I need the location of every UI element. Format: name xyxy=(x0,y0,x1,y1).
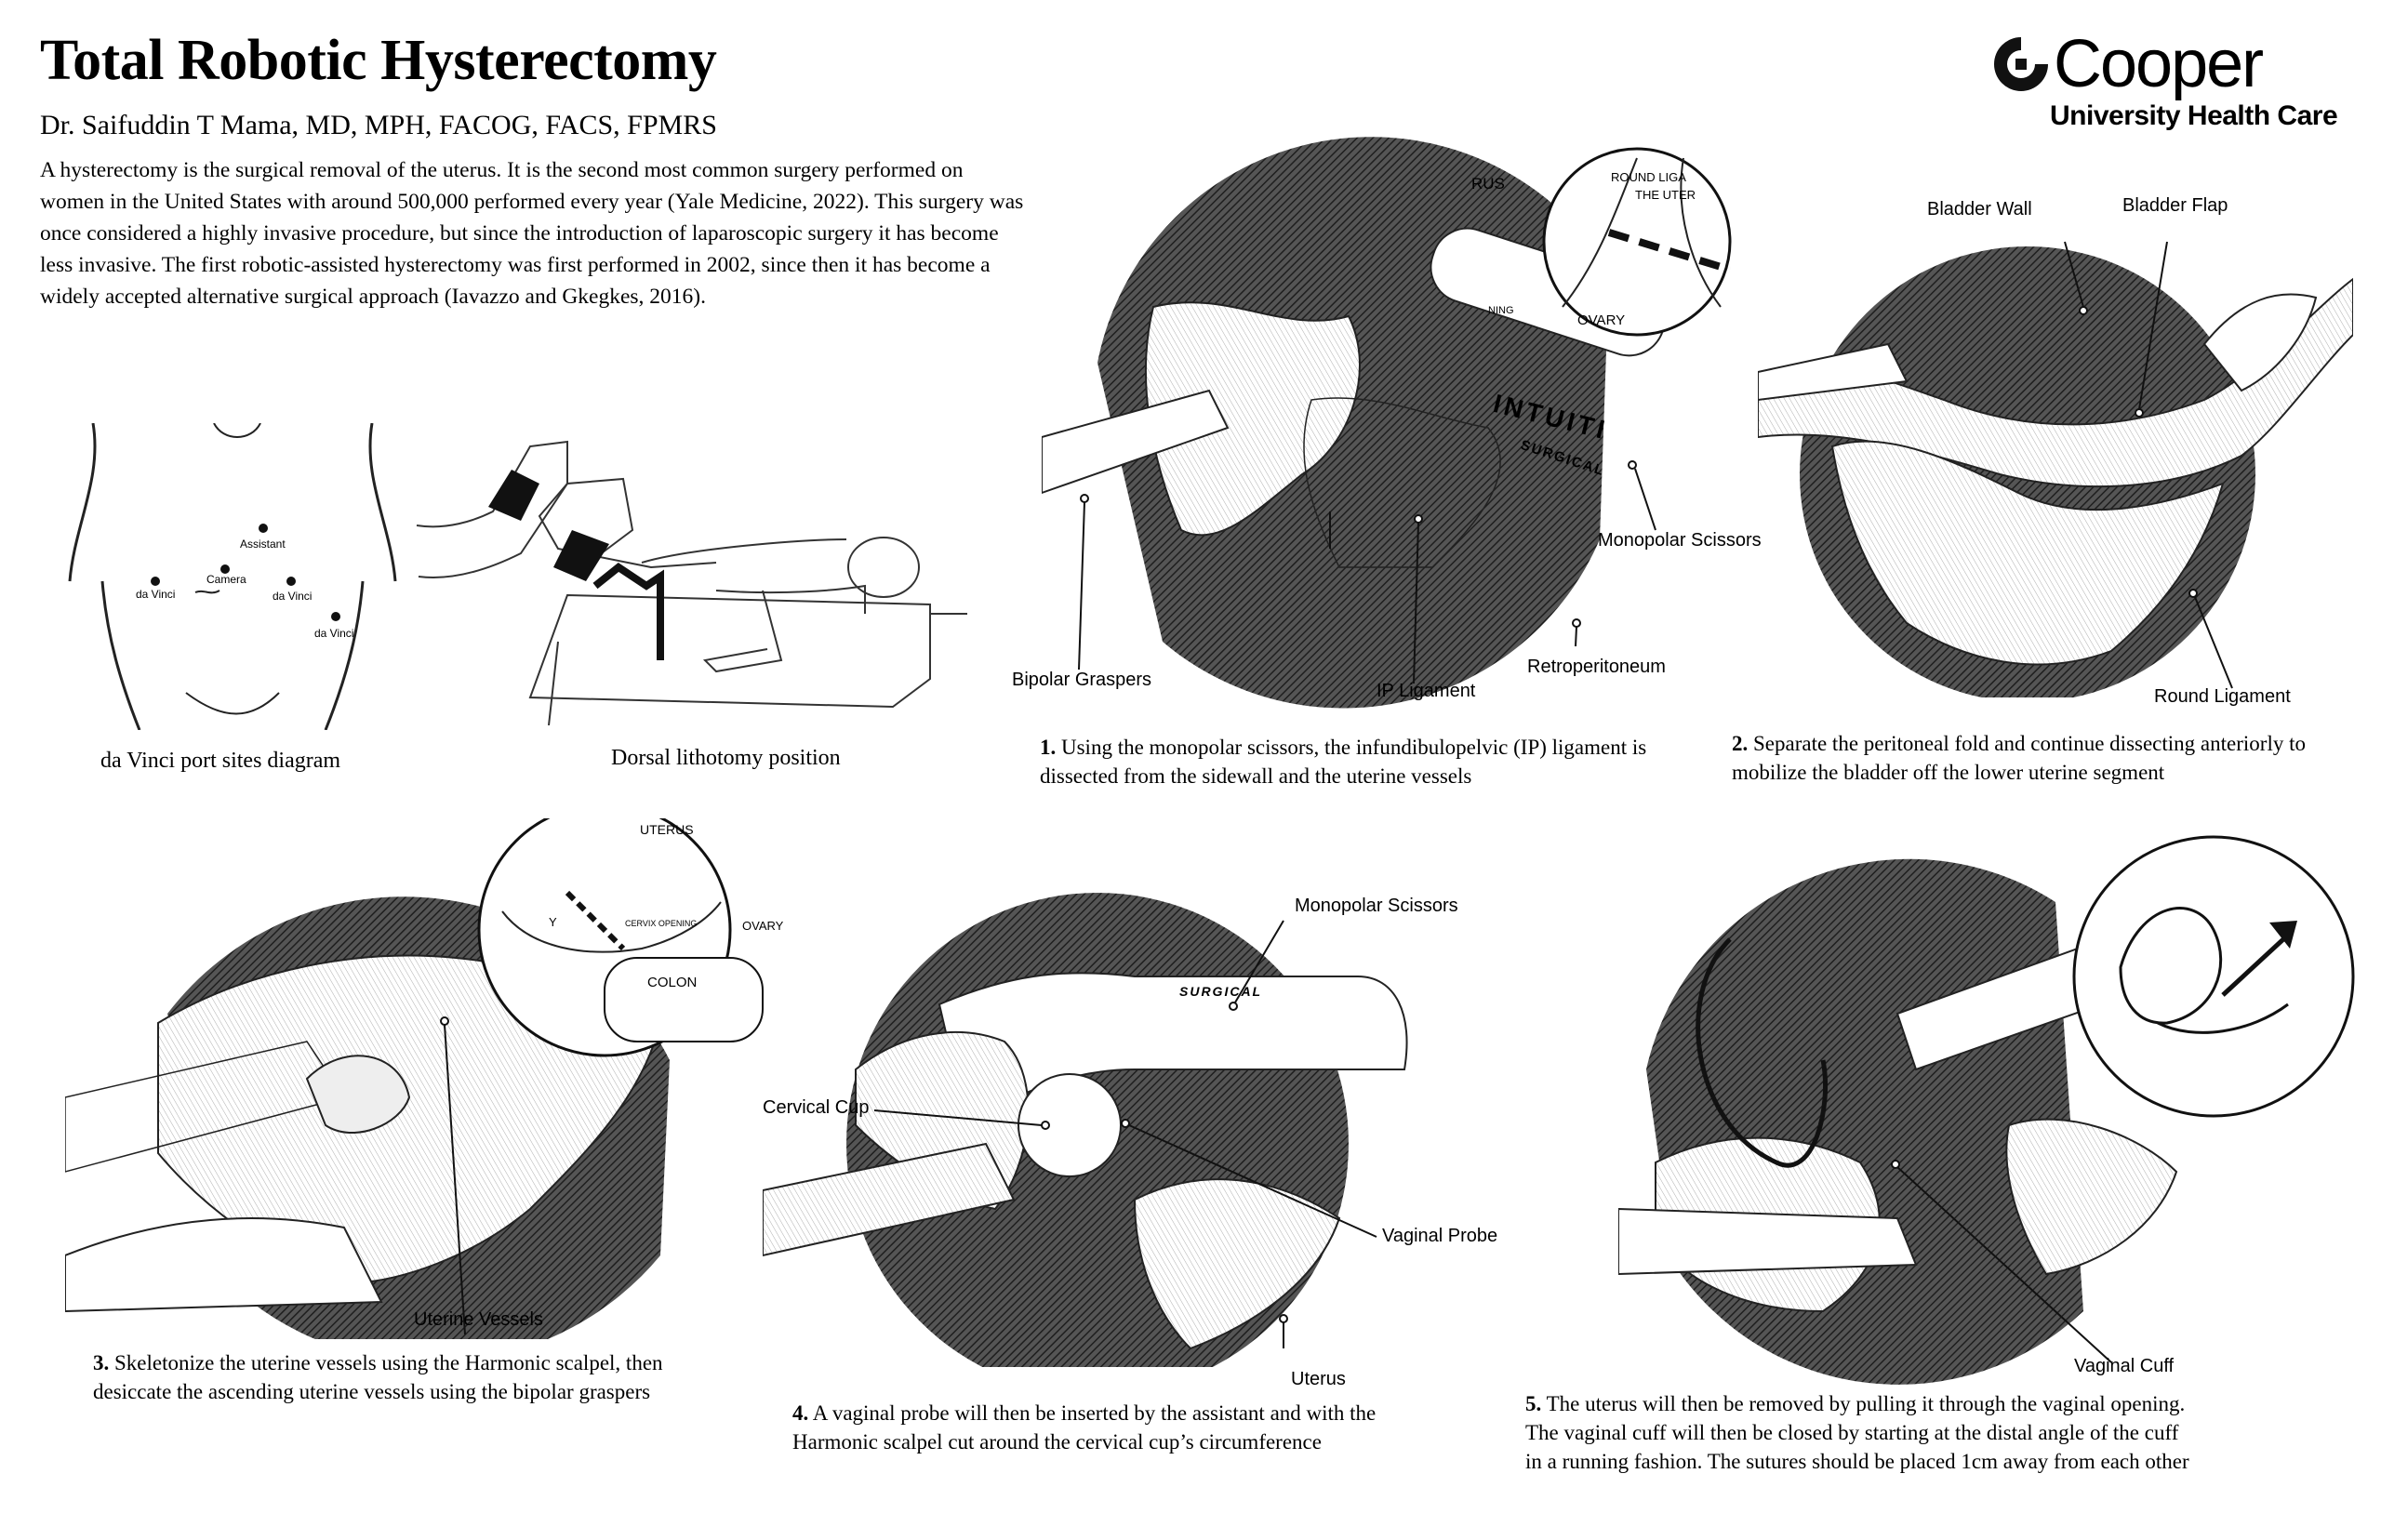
port-sites-figure xyxy=(68,423,397,730)
page-title: Total Robotic Hysterectomy xyxy=(40,29,717,92)
label-davinci-right: da Vinci xyxy=(314,627,354,640)
step4-label-monopolar: Monopolar Scissors xyxy=(1295,896,1458,916)
step1-inset-ning: NING xyxy=(1488,305,1514,316)
step1-caption: 1. Using the monopolar scissors, the inf… xyxy=(1040,733,1691,790)
step1-label-ip: IP Ligament xyxy=(1377,681,1476,701)
step3-number: 3. xyxy=(93,1351,110,1374)
step3-label-uterine-vessels: Uterine Vessels xyxy=(414,1309,543,1330)
step1-label-retro: Retroperitoneum xyxy=(1527,657,1666,677)
label-camera: Camera xyxy=(206,573,246,586)
step2-label-round-ligament: Round Ligament xyxy=(2154,686,2291,707)
label-assistant: Assistant xyxy=(240,538,286,551)
davinci-port-left xyxy=(151,577,160,586)
step5-illustration xyxy=(1618,835,2355,1385)
davinci-port-mid xyxy=(286,577,296,586)
lithotomy-figure xyxy=(416,440,967,725)
step3-illustration xyxy=(65,818,764,1339)
step2-leader-lines xyxy=(2064,241,2233,689)
step3-caption: 3. Skeletonize the uterine vessels using… xyxy=(93,1348,744,1406)
step2-label-bladder-wall: Bladder Wall xyxy=(1927,199,2032,219)
step4-label-uterus: Uterus xyxy=(1291,1369,1346,1389)
step1-inset-ovary: OVARY xyxy=(1577,312,1626,328)
step3-inset-ovary: OVARY xyxy=(742,919,784,933)
port-sites-caption: da Vinci port sites diagram xyxy=(100,749,341,773)
logo-wordmark: Cooper xyxy=(2054,27,2264,101)
logo-subtitle: University Health Care xyxy=(2050,100,2338,131)
step3-inset-colon: COLON xyxy=(647,975,698,990)
step4-number: 4. xyxy=(792,1401,809,1425)
step1-inset-of-uterus: THE UTER xyxy=(1635,188,1696,202)
step4-illustration xyxy=(763,893,1408,1367)
step2-number: 2. xyxy=(1732,732,1749,755)
step4-label-vaginal-probe: Vaginal Probe xyxy=(1382,1226,1498,1246)
step2-label-bladder-flap: Bladder Flap xyxy=(2122,195,2228,216)
step5-caption: 5. The uterus will then be removed by pu… xyxy=(1525,1389,2195,1476)
step4-text: A vaginal probe will then be inserted by… xyxy=(792,1401,1377,1454)
davinci-port-right xyxy=(331,612,340,621)
step5-text: The uterus will then be removed by pulli… xyxy=(1525,1392,2189,1473)
assistant-port xyxy=(259,524,268,533)
author-line: Dr. Saifuddin T Mama, MD, MPH, FACOG, FA… xyxy=(40,110,717,140)
step3-inset-y: Y xyxy=(549,915,557,929)
step3-inset-cervix: CERVIX OPENING xyxy=(625,919,698,928)
step1-label-monopolar: Monopolar Scissors xyxy=(1598,530,1762,551)
step1-leader-lines xyxy=(1078,460,1656,684)
intro-paragraph: A hysterectomy is the surgical removal o… xyxy=(40,158,1024,309)
step1-label-bipolar: Bipolar Graspers xyxy=(1012,670,1152,690)
step1-text: Using the monopolar scissors, the infund… xyxy=(1040,736,1647,788)
step4-caption: 4. A vaginal probe will then be inserted… xyxy=(792,1399,1462,1456)
label-davinci-left: da Vinci xyxy=(136,588,176,601)
cooper-logo-icon xyxy=(1994,37,2048,91)
step2-text: Separate the peritoneal fold and continu… xyxy=(1732,732,2306,784)
step5-label-vaginal-cuff: Vaginal Cuff xyxy=(2074,1356,2175,1376)
label-davinci-mid: da Vinci xyxy=(273,590,313,603)
step2-illustration xyxy=(1758,246,2353,697)
step4-label-cervical-cup: Cervical Cup xyxy=(763,1097,870,1118)
step5-number: 5. xyxy=(1525,1392,1542,1415)
step1-inset-uterus: RUS xyxy=(1471,175,1505,192)
step1-illustration xyxy=(1042,137,1732,709)
step3-inset-uterus: UTERUS xyxy=(640,822,694,837)
step1-number: 1. xyxy=(1040,736,1057,759)
step3-text: Skeletonize the uterine vessels using th… xyxy=(93,1351,663,1403)
step4-leader-lines xyxy=(874,920,1377,1348)
step2-caption: 2. Separate the peritoneal fold and cont… xyxy=(1732,729,2346,787)
lithotomy-caption: Dorsal lithotomy position xyxy=(611,746,841,770)
camera-port xyxy=(220,564,230,574)
step1-inset-round-ligament: ROUND LIGA xyxy=(1611,170,1686,184)
